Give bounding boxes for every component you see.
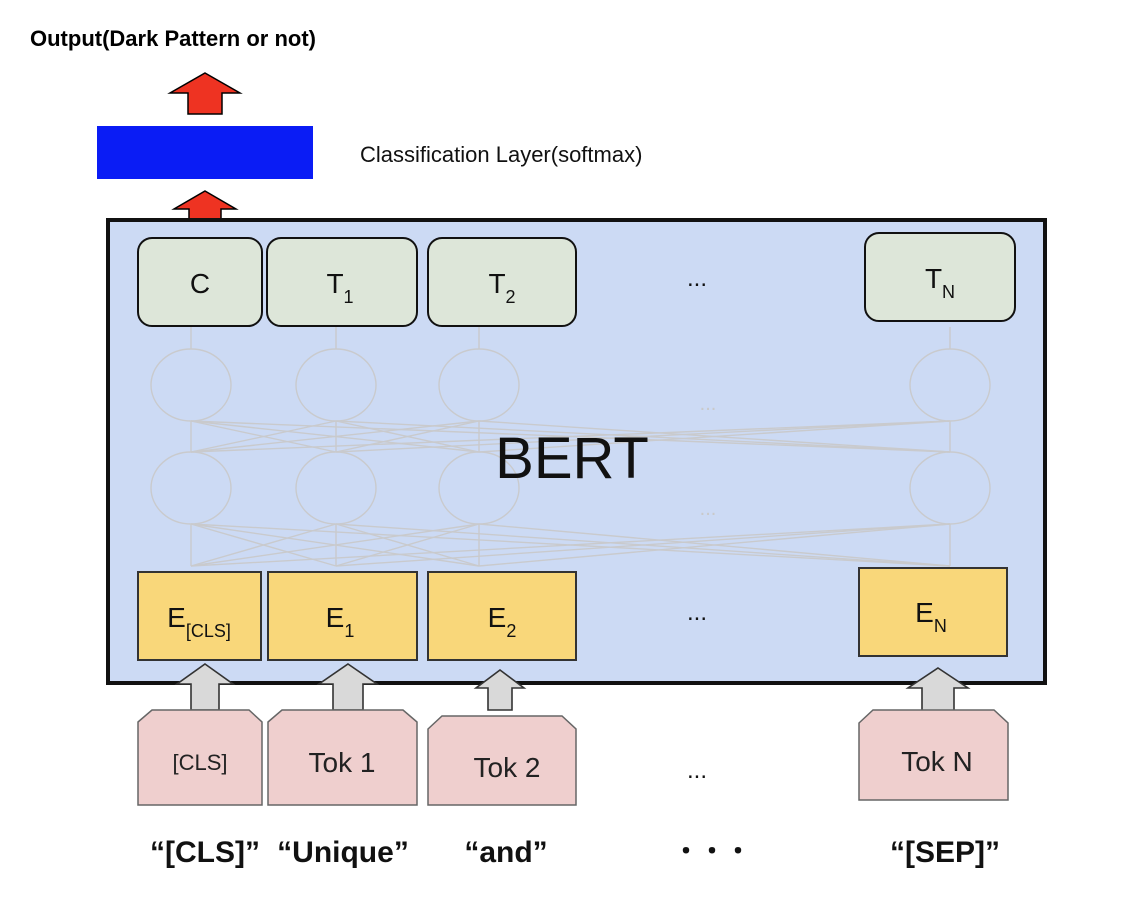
token-node-1: Tok 1	[267, 709, 418, 806]
hidden-layer-network	[150, 327, 991, 567]
output-node-t2: T2	[427, 237, 577, 327]
embedding-node-1-sub: 1	[344, 621, 354, 641]
token-label-2: Tok 2	[474, 752, 541, 783]
output-ellipsis: ...	[687, 265, 707, 292]
word-and: “and”	[464, 836, 547, 869]
svg-text:TN: TN	[925, 263, 955, 302]
hidden-ellipsis-bottom: ...	[700, 498, 717, 520]
token-label-1: Tok 1	[309, 747, 376, 778]
svg-text:E2: E2	[488, 602, 517, 641]
output-label: Output(Dark Pattern or not)	[30, 26, 316, 51]
word-ellipsis: ・・・	[673, 836, 751, 866]
output-node-tn-label: T	[925, 263, 942, 294]
token-arrow-2-icon	[473, 669, 527, 711]
svg-text:EN: EN	[915, 597, 947, 636]
svg-text:T1: T1	[326, 268, 353, 307]
embedding-node-cls: E[CLS]	[137, 571, 262, 661]
embedding-node-2-label: E	[488, 602, 507, 633]
output-node-t2-label: T	[488, 268, 505, 299]
svg-text:E[CLS]: E[CLS]	[167, 602, 231, 641]
token-ellipsis: ...	[687, 757, 707, 784]
output-arrow-icon	[167, 72, 243, 115]
embedding-node-cls-sub: [CLS]	[186, 621, 231, 641]
embedding-node-2: E2	[427, 571, 577, 661]
output-node-c: C	[137, 237, 263, 327]
output-node-t2-sub: 2	[506, 287, 516, 307]
embedding-node-n-label: E	[915, 597, 934, 628]
embedding-node-2-sub: 2	[506, 621, 516, 641]
word-unique: “Unique”	[277, 836, 409, 869]
embedding-node-n-sub: N	[934, 616, 947, 636]
embedding-ellipsis: ...	[687, 599, 707, 626]
output-node-t1-sub: 1	[344, 287, 354, 307]
bert-title: BERT	[495, 426, 649, 491]
output-node-t1-label: T	[326, 268, 343, 299]
token-node-2: Tok 2	[427, 715, 577, 806]
svg-text:C: C	[190, 268, 210, 299]
embedding-node-1-label: E	[326, 602, 345, 633]
token-node-n: Tok N	[858, 709, 1009, 801]
svg-text:E1: E1	[326, 602, 355, 641]
embedding-node-n: EN	[858, 567, 1008, 657]
embedding-node-cls-label: E	[167, 602, 186, 633]
hidden-ellipsis-top: ...	[700, 393, 717, 415]
embedding-node-1: E1	[267, 571, 418, 661]
output-node-tn: TN	[864, 232, 1016, 322]
token-label-cls: [CLS]	[172, 750, 227, 775]
token-node-cls: [CLS]	[137, 709, 263, 806]
word-cls: “[CLS]”	[150, 836, 260, 869]
classification-layer-bar	[97, 126, 313, 179]
output-node-tn-sub: N	[942, 282, 955, 302]
word-sep: “[SEP]”	[890, 836, 1000, 869]
classification-label: Classification Layer(softmax)	[360, 142, 642, 167]
output-node-t1: T1	[266, 237, 418, 327]
token-label-n: Tok N	[901, 746, 973, 777]
output-node-c-label: C	[190, 268, 210, 299]
svg-text:T2: T2	[488, 268, 515, 307]
